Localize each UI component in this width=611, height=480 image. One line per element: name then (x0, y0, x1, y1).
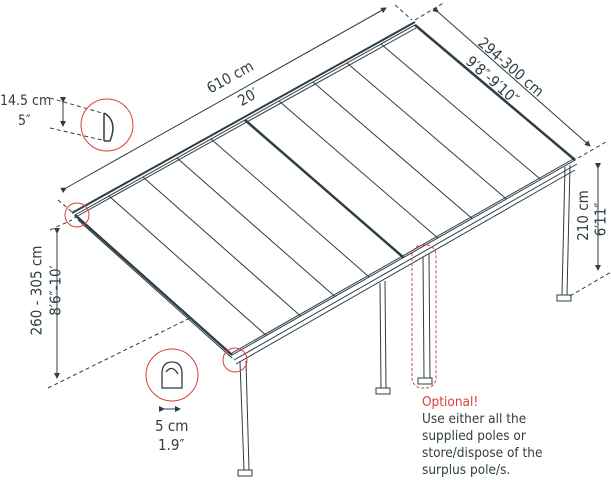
profile-detail-circle (80, 98, 134, 152)
front-corner-circle (222, 347, 248, 373)
profile-height-cm-label: 14.5 cm (0, 93, 52, 109)
pole-detail-circle (145, 348, 199, 402)
wall-height-ft-label: 8′6″-10′ (46, 265, 65, 316)
posts (237, 164, 572, 477)
wall-corner-circle (64, 202, 90, 228)
note-line: Use either all the (422, 411, 527, 427)
profile-height-in-label: 5″ (18, 113, 31, 129)
front-beam (231, 157, 576, 354)
profile-detail-icon (103, 112, 114, 142)
panel-line (142, 176, 301, 317)
left-rafter (74, 214, 233, 356)
front-height-cm-label: 210 cm (573, 190, 592, 241)
front-height-ft-label: 6′11″ (591, 202, 610, 237)
wall-height-cm-label: 260 - 305 cm (27, 245, 46, 336)
panel-line (108, 195, 267, 336)
optional-pole-highlight (411, 244, 437, 389)
pole-detail-icon (161, 361, 183, 389)
note-line: store/dispose of the (422, 445, 543, 461)
pole-width-in-label: 1.9″ (158, 436, 185, 454)
optional-note: Optional! Use either all the supplied po… (422, 394, 543, 479)
pole-width-cm-label: 5 cm (155, 417, 189, 435)
note-line: supplied poles or (422, 428, 526, 444)
note-line: surplus pole/s. (422, 462, 511, 478)
note-title: Optional! (422, 394, 479, 410)
